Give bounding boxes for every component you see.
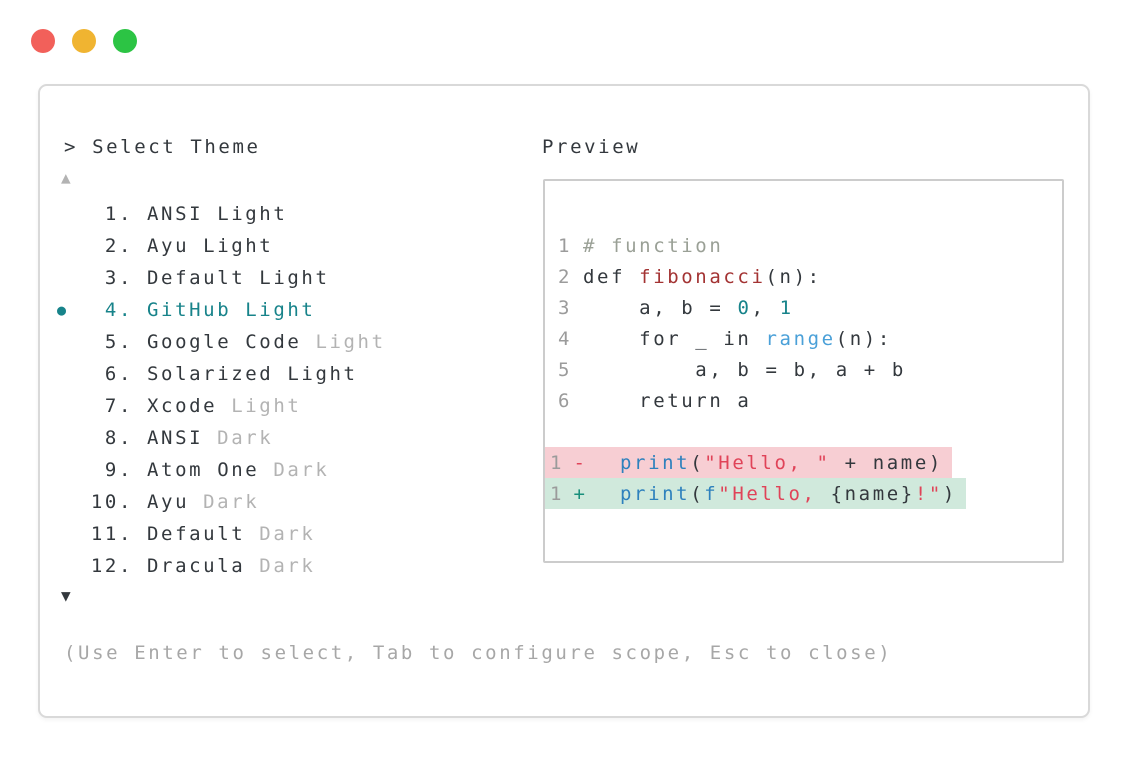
theme-item-number: 5.: [104, 331, 133, 353]
theme-item-12[interactable]: 12. Dracula Dark: [90, 550, 386, 582]
diff-block: 1- print("Hello, " + name) 1 + print(f"Hello…: [545, 447, 1062, 509]
theme-item-7[interactable]: 7. Xcode Light: [90, 390, 386, 422]
theme-item-name: Default: [147, 523, 246, 545]
theme-item-9[interactable]: 9. Atom One Dark: [90, 454, 386, 486]
preview-panel: 1 # function 2 def fibonacci(n): 3 a, b = 0,…: [543, 179, 1064, 563]
theme-item-2[interactable]: 2. Ayu Light: [90, 230, 386, 262]
theme-item-name: Ayu: [147, 491, 190, 513]
theme-item-name: Google Code: [147, 331, 302, 353]
theme-item-4[interactable]: ● 4. GitHub Light: [57, 294, 386, 326]
theme-item-name: Default Light: [147, 267, 330, 289]
window-controls: [31, 29, 137, 53]
diff-highlight-added: 1 + print(f"Hello, {name}!"): [545, 478, 966, 509]
theme-item-number: 8.: [104, 427, 133, 449]
code-line-2: 2 def fibonacci(n):: [557, 261, 1062, 292]
line-number: 3: [557, 296, 572, 319]
theme-item-3[interactable]: 3. Default Light: [90, 262, 386, 294]
diff-line-removed: 1- print("Hello, " + name): [545, 447, 1062, 478]
code-text: return a: [583, 389, 752, 412]
code-line-4: 4 for _ in range(n):: [557, 323, 1062, 354]
theme-item-name: ANSI: [147, 427, 204, 449]
minimize-button[interactable]: [72, 29, 96, 53]
scroll-down-icon[interactable]: ▼: [61, 586, 71, 605]
line-number: 2: [557, 265, 572, 288]
code-text: a, b = 0, 1: [583, 296, 794, 319]
blank-line: [557, 416, 1062, 447]
preview-title: Preview: [542, 136, 641, 158]
theme-item-number: 7.: [104, 395, 133, 417]
code-text: print("Hello, " + name): [620, 451, 943, 474]
theme-item-number: 2.: [104, 235, 133, 257]
theme-item-variant: Light: [315, 331, 386, 353]
diff-line-added: 1 + print(f"Hello, {name}!"): [545, 478, 1062, 509]
theme-item-number: 6.: [104, 363, 133, 385]
theme-item-name: Xcode: [147, 395, 218, 417]
theme-item-name: Atom One: [147, 459, 260, 481]
theme-list: 1. ANSI Light 2. Ayu Light 3. Default Light ● 4…: [57, 198, 386, 582]
selected-bullet-icon: ●: [57, 301, 67, 319]
close-button[interactable]: [31, 29, 55, 53]
code-block: 1 # function 2 def fibonacci(n): 3 a, b = 0,…: [557, 230, 1062, 416]
theme-item-8[interactable]: 8. ANSI Dark: [90, 422, 386, 454]
theme-item-number: 11.: [90, 523, 133, 545]
line-number: 1: [557, 234, 572, 257]
theme-item-name: GitHub Light: [147, 299, 316, 321]
theme-item-variant: Light: [231, 395, 302, 417]
line-number: 4: [557, 327, 572, 350]
diff-removed-sign: -: [573, 451, 588, 474]
theme-item-number: 10.: [90, 491, 133, 513]
theme-item-variant: Dark: [259, 523, 316, 545]
theme-item-name: Ayu Light: [147, 235, 274, 257]
diff-highlight-removed: 1- print("Hello, " + name): [545, 447, 952, 478]
line-number: 6: [557, 389, 572, 412]
code-text: a, b = b, a + b: [583, 358, 906, 381]
line-number: 1: [549, 451, 564, 474]
code-line-5: 5 a, b = b, a + b: [557, 354, 1062, 385]
code-line-3: 3 a, b = 0, 1: [557, 292, 1062, 323]
theme-item-variant: Dark: [259, 555, 316, 577]
theme-item-number: 12.: [90, 555, 133, 577]
code-text: print(f"Hello, {name}!"): [620, 482, 957, 505]
code-text: for _ in range(n):: [583, 327, 892, 350]
theme-item-number: 3.: [104, 267, 133, 289]
theme-item-6[interactable]: 6. Solarized Light: [90, 358, 386, 390]
theme-item-name: ANSI Light: [147, 203, 288, 225]
scroll-up-icon[interactable]: ▲: [61, 168, 71, 187]
theme-item-10[interactable]: 10. Ayu Dark: [90, 486, 386, 518]
theme-item-name: Solarized Light: [147, 363, 358, 385]
hint-text: (Use Enter to select, Tab to configure s…: [64, 642, 893, 664]
theme-item-number: 1.: [104, 203, 133, 225]
theme-item-11[interactable]: 11. Default Dark: [90, 518, 386, 550]
code-text: def fibonacci(n):: [583, 265, 822, 288]
code-line-6: 6 return a: [557, 385, 1062, 416]
code-line-1: 1 # function: [557, 230, 1062, 261]
theme-picker-window: > Select Theme ▲ 1. ANSI Light 2. Ayu Light…: [38, 84, 1090, 718]
prompt-text: > Select Theme: [64, 136, 261, 158]
code-text: # function: [583, 234, 724, 257]
theme-item-variant: Dark: [273, 459, 330, 481]
theme-item-name: Dracula: [147, 555, 246, 577]
theme-item-1[interactable]: 1. ANSI Light: [90, 198, 386, 230]
zoom-button[interactable]: [113, 29, 137, 53]
theme-item-number: 9.: [104, 459, 133, 481]
theme-item-variant: Dark: [203, 491, 260, 513]
line-number: 5: [557, 358, 572, 381]
theme-item-variant: Dark: [217, 427, 274, 449]
theme-item-5[interactable]: 5. Google Code Light: [90, 326, 386, 358]
line-number: 1: [549, 482, 564, 505]
diff-added-sign: +: [573, 482, 588, 505]
theme-item-number: 4.: [104, 299, 133, 321]
